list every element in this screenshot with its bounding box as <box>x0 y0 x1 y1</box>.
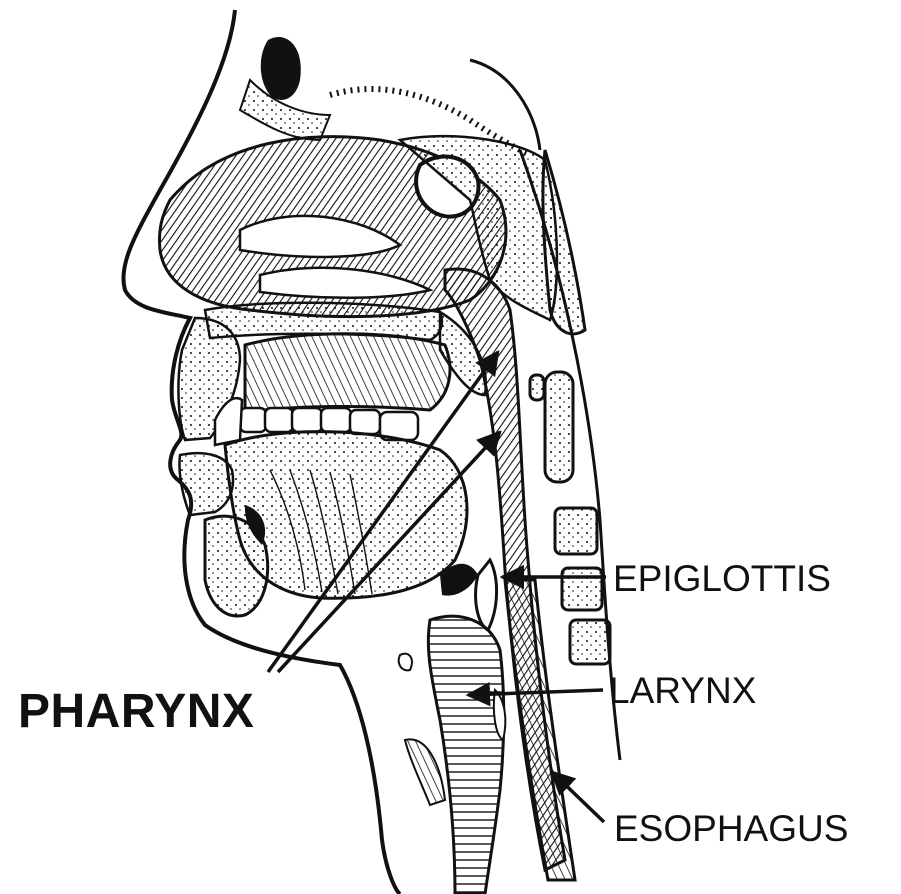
thyroid-cartilage <box>405 739 445 805</box>
oral-cavity <box>245 334 450 412</box>
esophagus-label: ESOPHAGUS <box>614 808 848 850</box>
neck-back-outline <box>470 60 540 150</box>
larynx-label: LARYNX <box>609 670 756 712</box>
pharynx-label: PHARYNX <box>18 684 254 739</box>
nostril <box>261 37 301 100</box>
hyoid <box>399 654 412 671</box>
epiglottis <box>476 560 497 630</box>
larynx <box>428 616 503 894</box>
epiglottis-label: EPIGLOTTIS <box>613 558 831 600</box>
lower-lip <box>179 453 233 515</box>
esophagus <box>505 580 575 880</box>
